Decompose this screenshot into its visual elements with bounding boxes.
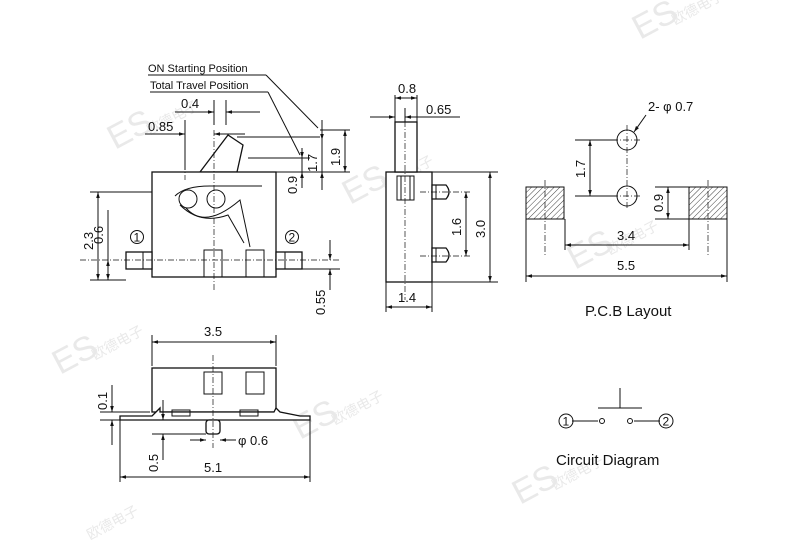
- dim-0-5: 0.5: [146, 454, 161, 472]
- terminal-1-marker: [130, 230, 144, 244]
- dim-1-4: 1.4: [398, 290, 416, 305]
- watermark-cn: 欧德电子: [669, 0, 726, 28]
- dim-0-8: 0.8: [398, 81, 416, 96]
- side-view: 0.8 0.65 1.6 3.0 1.4: [370, 81, 498, 312]
- watermark-cn: 欧德电子: [329, 387, 386, 427]
- dim-0-1: 0.1: [95, 392, 110, 410]
- pcb-layout-caption: P.C.B Layout: [585, 303, 672, 320]
- terminal-1-number: 1: [134, 231, 141, 245]
- watermark-cn: 欧德电子: [89, 322, 146, 362]
- terminal-right: [275, 251, 303, 270]
- side-actuator: [394, 121, 418, 173]
- total-travel-position-label: Total Travel Position: [150, 80, 248, 92]
- circuit-terminal-1-number: 1: [563, 415, 570, 429]
- dim-0-9: 0.9: [285, 176, 300, 194]
- pcb-layout: 2- φ 0.7 1.7 0.9 3.4 5.5 P.C.B Layout: [525, 99, 728, 320]
- dim-0-4: 0.4: [181, 96, 199, 111]
- dim-0-6: 0.6: [91, 226, 106, 244]
- pcb-dim-3-4: 3.4: [617, 228, 635, 243]
- side-body: [385, 171, 433, 283]
- dim-3-5: 3.5: [204, 324, 222, 339]
- circuit-diagram: 1 2 Circuit Diagram: [556, 388, 674, 469]
- terminal-2-number: 2: [289, 231, 296, 245]
- dim-0-85: 0.85: [148, 119, 173, 134]
- dim-5-1: 5.1: [204, 460, 222, 475]
- dim-2-3: 2.3: [81, 232, 96, 250]
- dim-3-0: 3.0: [473, 220, 488, 238]
- dim-0-55: 0.55: [313, 290, 328, 315]
- front-view: ON Starting Position Total Travel Positi…: [80, 63, 350, 315]
- on-starting-position-label: ON Starting Position: [148, 63, 248, 75]
- dim-0-65: 0.65: [426, 102, 451, 117]
- dim-1-6: 1.6: [449, 218, 464, 236]
- pcb-dim-5-5: 5.5: [617, 258, 635, 273]
- circuit-terminal-2: [658, 413, 674, 429]
- circuit-diagram-caption: Circuit Diagram: [556, 452, 659, 469]
- dim-phi-0-6: φ 0.6: [238, 433, 268, 448]
- dim-1-7: 1.7: [305, 154, 320, 172]
- bottom-body: [151, 367, 277, 413]
- terminal-2-marker: [285, 230, 299, 244]
- pcb-dim-1-7: 1.7: [573, 160, 588, 178]
- hole-label: 2- φ 0.7: [648, 99, 693, 114]
- watermark-cn: 欧德电子: [84, 502, 141, 542]
- bottom-view: 3.5 0.1 0.5 φ 0.6 5.1: [95, 324, 311, 482]
- pcb-dim-0-9: 0.9: [651, 194, 666, 212]
- terminal-left: [125, 251, 153, 270]
- dim-1-9: 1.9: [328, 148, 343, 166]
- circuit-terminal-1: [558, 413, 574, 429]
- circuit-terminal-2-number: 2: [663, 415, 670, 429]
